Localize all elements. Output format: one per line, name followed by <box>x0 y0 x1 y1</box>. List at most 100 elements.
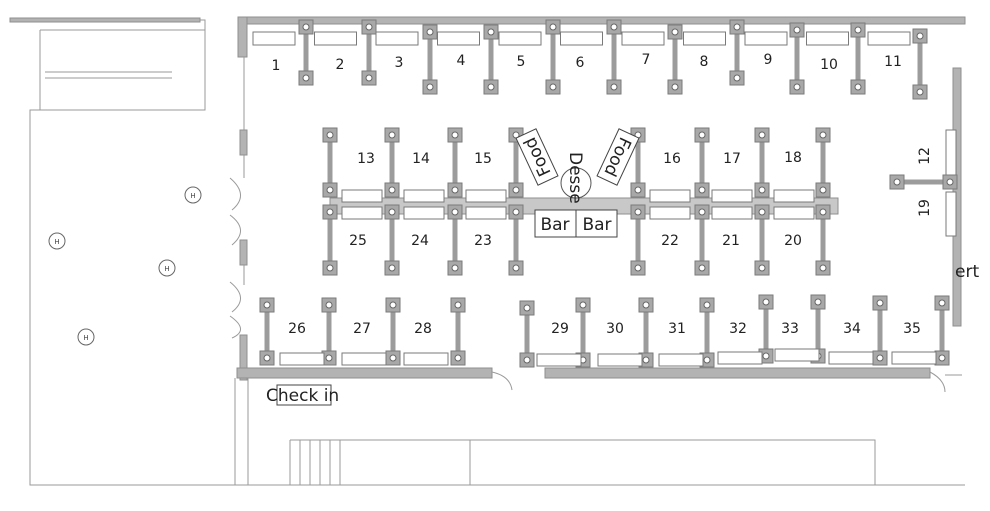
table-rect[interactable] <box>658 353 704 367</box>
table-number-4[interactable]: 4 <box>457 53 466 69</box>
table-number-1[interactable]: 1 <box>272 58 281 74</box>
table-number-5[interactable]: 5 <box>517 54 526 70</box>
table-rect[interactable] <box>403 206 445 220</box>
bottom-wall-left <box>236 367 493 379</box>
table-number-21[interactable]: 21 <box>722 233 740 249</box>
table-number-33[interactable]: 33 <box>781 321 799 337</box>
table-number-19[interactable]: 19 <box>917 199 933 217</box>
post <box>758 294 774 310</box>
table-rect[interactable] <box>828 351 874 365</box>
table-number-24[interactable]: 24 <box>411 233 429 249</box>
table-rect[interactable] <box>891 351 937 365</box>
post-icon <box>454 354 462 362</box>
table-rect[interactable] <box>711 189 753 203</box>
table-rect[interactable] <box>341 352 387 366</box>
post <box>934 295 950 311</box>
table-number-15[interactable]: 15 <box>474 151 492 167</box>
table-number-12[interactable]: 12 <box>917 147 933 165</box>
table-rect[interactable] <box>536 353 582 367</box>
dessert-table[interactable] <box>560 167 592 199</box>
table-rect[interactable] <box>945 129 957 181</box>
table-number-20[interactable]: 20 <box>784 233 802 249</box>
post-icon <box>819 208 827 216</box>
table-rect[interactable] <box>252 31 296 46</box>
table-rect[interactable] <box>773 189 815 203</box>
table-number-22[interactable]: 22 <box>661 233 679 249</box>
table-number-23[interactable]: 23 <box>474 233 492 249</box>
table-rect[interactable] <box>498 31 542 46</box>
table-number-18[interactable]: 18 <box>784 150 802 166</box>
post-icon <box>671 83 679 91</box>
post-icon <box>758 186 766 194</box>
table-number-28[interactable]: 28 <box>414 321 432 337</box>
check-in-box[interactable] <box>276 384 332 406</box>
table-rect[interactable] <box>649 189 691 203</box>
post <box>298 70 314 86</box>
table-rect[interactable] <box>465 189 507 203</box>
table-number-31[interactable]: 31 <box>668 321 686 337</box>
table-number-27[interactable]: 27 <box>353 321 371 337</box>
table-rect[interactable] <box>279 352 325 366</box>
table-number-10[interactable]: 10 <box>820 57 838 73</box>
table-number-8[interactable]: 8 <box>700 54 709 70</box>
table-number-32[interactable]: 32 <box>729 321 747 337</box>
table-rect[interactable] <box>649 206 691 220</box>
table-number-26[interactable]: 26 <box>288 321 306 337</box>
table-rect[interactable] <box>597 353 643 367</box>
heater-circle <box>48 232 66 250</box>
post-icon <box>819 264 827 272</box>
table-rect[interactable] <box>773 206 815 220</box>
table-rect[interactable] <box>717 351 763 365</box>
post <box>322 260 338 276</box>
food-station-left[interactable]: Food <box>515 128 559 186</box>
table-number-11[interactable]: 11 <box>884 54 902 70</box>
table-rect[interactable] <box>375 31 419 46</box>
table-rect[interactable] <box>683 31 726 46</box>
table-number-35[interactable]: 35 <box>903 321 921 337</box>
heater-circle <box>184 186 202 204</box>
post-icon <box>451 264 459 272</box>
table-number-9[interactable]: 9 <box>764 52 773 68</box>
table-rect[interactable] <box>744 31 788 46</box>
table-rect[interactable] <box>437 31 480 46</box>
left-wall-segment <box>239 129 248 156</box>
food-station-right[interactable]: Food <box>596 128 640 186</box>
table-number-3[interactable]: 3 <box>395 55 404 71</box>
table-rect[interactable] <box>341 206 383 220</box>
post <box>694 127 710 143</box>
table-rect[interactable] <box>621 31 665 46</box>
table-number-34[interactable]: 34 <box>843 321 861 337</box>
post-icon <box>610 83 618 91</box>
table-rect[interactable] <box>465 206 507 220</box>
table-rect[interactable] <box>806 31 849 46</box>
post-icon <box>389 354 397 362</box>
table-rect[interactable] <box>711 206 753 220</box>
table-number-16[interactable]: 16 <box>663 151 681 167</box>
post-icon <box>512 264 520 272</box>
table-rect[interactable] <box>403 352 449 366</box>
dessert-fragment-label: ert <box>955 262 979 282</box>
table-number-30[interactable]: 30 <box>606 321 624 337</box>
table-number-6[interactable]: 6 <box>576 55 585 71</box>
post-icon <box>762 352 770 360</box>
table-rect[interactable] <box>945 191 957 237</box>
table-number-14[interactable]: 14 <box>412 151 430 167</box>
table-rect[interactable] <box>867 31 911 46</box>
post <box>384 204 400 220</box>
table-rect[interactable] <box>774 348 820 362</box>
table-rect[interactable] <box>314 31 357 46</box>
table-number-25[interactable]: 25 <box>349 233 367 249</box>
table-rect[interactable] <box>403 189 445 203</box>
table-number-29[interactable]: 29 <box>551 321 569 337</box>
table-number-17[interactable]: 17 <box>723 151 741 167</box>
table-number-2[interactable]: 2 <box>336 57 345 73</box>
table-rect[interactable] <box>560 31 603 46</box>
post-icon <box>487 28 495 36</box>
table-rect[interactable] <box>341 189 383 203</box>
table-number-13[interactable]: 13 <box>357 151 375 167</box>
left-wall-segment <box>239 239 248 266</box>
table-number-7[interactable]: 7 <box>642 52 651 68</box>
post <box>575 297 591 313</box>
heater-icon: H <box>48 232 66 250</box>
